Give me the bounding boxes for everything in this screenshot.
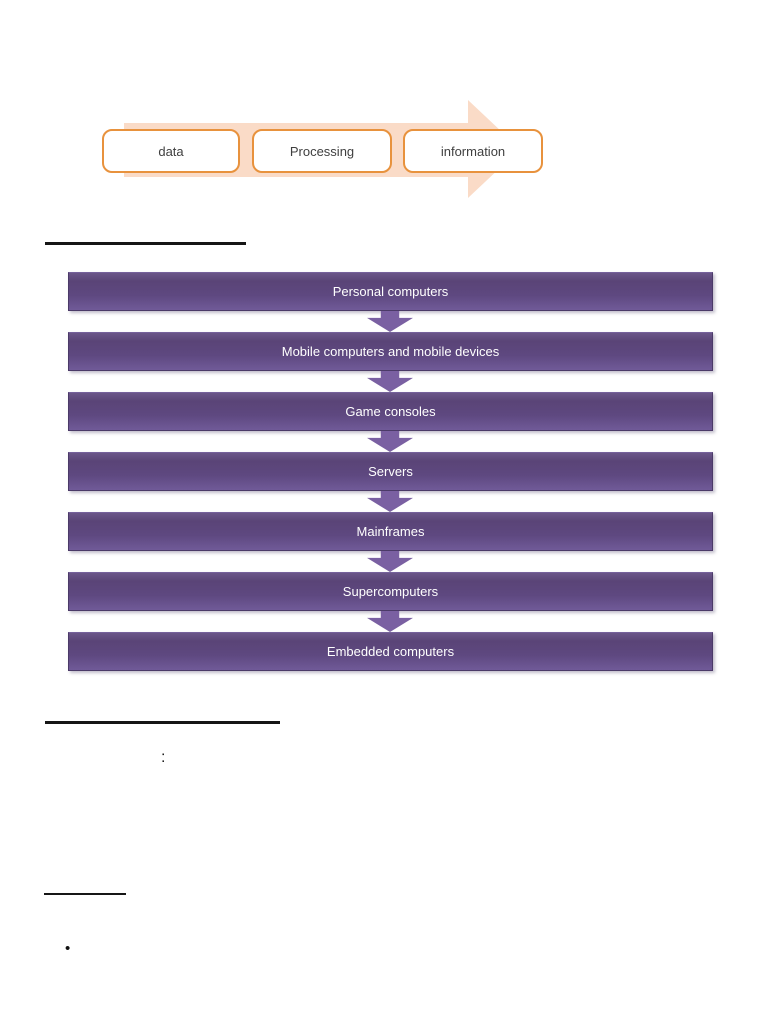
down-arrow-icon [367, 311, 413, 332]
process-step-label: information [440, 143, 506, 159]
type-box-personal-computers: Personal computers [68, 272, 713, 311]
down-arrow-icon [367, 431, 413, 452]
type-box-label: Mainframes [356, 524, 425, 539]
down-arrow-icon [367, 611, 413, 632]
list-bullet: • [65, 940, 71, 957]
type-box-label: Embedded computers [326, 644, 455, 659]
section-heading-underline-1 [45, 242, 246, 245]
type-box-mainframes: Mainframes [68, 512, 713, 551]
type-box-embedded-computers: Embedded computers [68, 632, 713, 671]
type-box-label: Personal computers [332, 284, 449, 299]
type-box-mobile-computers: Mobile computers and mobile devices [68, 332, 713, 371]
down-arrow-icon [367, 371, 413, 392]
type-box-label: Supercomputers [342, 584, 439, 599]
type-box-supercomputers: Supercomputers [68, 572, 713, 611]
data-processing-diagram: data Processing information [0, 0, 768, 220]
computer-types-diagram: Personal computers Mobile computers and … [68, 272, 713, 671]
down-arrow-icon [367, 551, 413, 572]
process-step-label: data [158, 143, 184, 159]
process-step-information: information [403, 129, 543, 173]
type-box-game-consoles: Game consoles [68, 392, 713, 431]
type-box-label: Servers [368, 464, 413, 479]
section-heading-underline-2 [45, 721, 280, 724]
process-step-label: Processing [289, 143, 355, 159]
type-box-servers: Servers [68, 452, 713, 491]
down-arrow-icon [367, 491, 413, 512]
section-heading-underline-3 [44, 893, 126, 895]
process-step-data: data [102, 129, 240, 173]
type-box-label: Game consoles [345, 404, 436, 419]
type-box-label: Mobile computers and mobile devices [281, 344, 500, 359]
paragraph-colon-text: : [161, 749, 166, 766]
process-step-processing: Processing [252, 129, 392, 173]
